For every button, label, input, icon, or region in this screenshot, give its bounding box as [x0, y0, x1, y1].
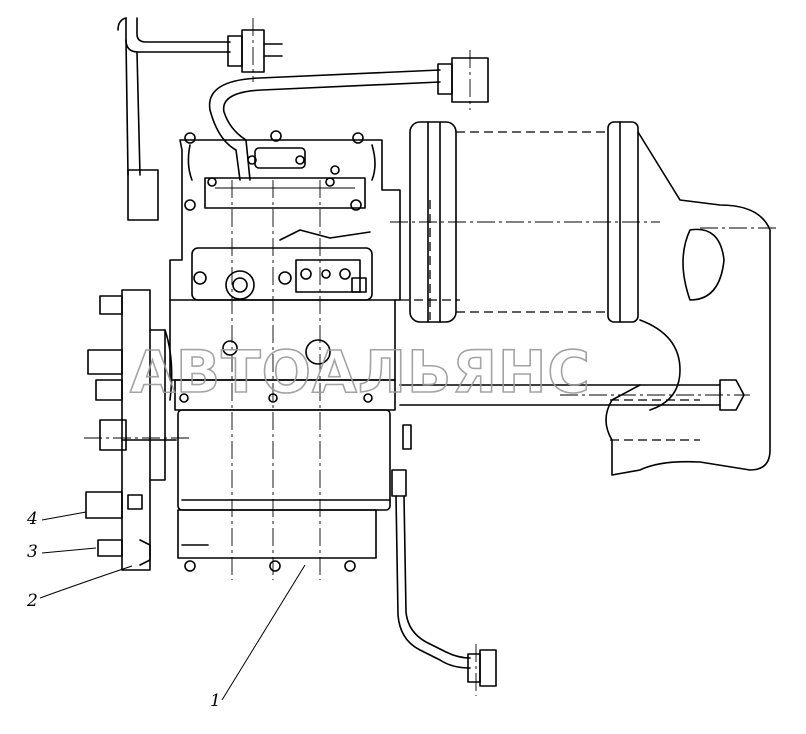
- mounting-bracket: [605, 131, 780, 476]
- watermark-text: АВТОАЛЬЯНС: [130, 338, 591, 406]
- upper-curved-pipe: [208, 50, 489, 181]
- lower-right-pipe: [391, 424, 497, 696]
- long-bolt: [399, 379, 750, 411]
- left-vertical-pipe: [117, 17, 231, 176]
- callout-4: 4: [26, 509, 38, 529]
- pipe-clamp-block: [127, 169, 159, 221]
- callout-3: 3: [27, 542, 38, 562]
- callout-2: 2: [26, 591, 38, 611]
- crankcase-body: [169, 180, 396, 580]
- hidden-cylinder: [390, 121, 660, 323]
- callout-leaders: [39, 511, 306, 701]
- compressor-head: [169, 130, 401, 301]
- top-pipe-fitting-1: [227, 18, 283, 82]
- callout-1: 1: [210, 691, 221, 711]
- drive-flange: [84, 289, 190, 571]
